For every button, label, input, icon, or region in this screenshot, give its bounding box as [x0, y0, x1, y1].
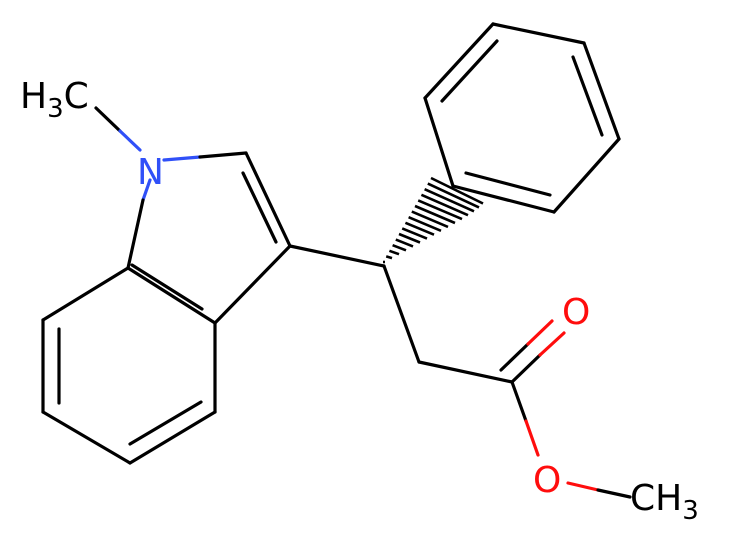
ester-methyl-label: CH3	[630, 478, 699, 526]
bond-ph4-ph5	[582, 41, 621, 141]
bond-c5-c4	[128, 410, 217, 465]
bond-ph4-ph5-inner	[571, 55, 604, 137]
bond-n1-methyl-n-part	[118, 129, 142, 152]
bond-c3-stereocenter	[288, 244, 386, 268]
bond-ph6-ph1-inner	[464, 171, 552, 197]
bond-c2-c3	[244, 151, 292, 248]
bond-carbonyl-ester-o	[510, 380, 528, 423]
n-methyl-label: H3C	[20, 76, 89, 124]
ester-oxygen-label: O	[533, 460, 561, 501]
bond-ph6-ph1	[451, 184, 556, 214]
bond-c6-c5	[41, 410, 132, 465]
bond-c5-c4-inner	[128, 400, 203, 446]
bond-carbonyl-double-2	[499, 342, 530, 372]
bond-c3a-c7a-inner	[130, 263, 204, 311]
bond-c3-c3a	[213, 244, 292, 325]
bond-ester-o-methyl-o	[566, 481, 600, 492]
bond-carbonyl-double-1-o	[538, 331, 566, 357]
bond-ph3-ph4	[491, 22, 586, 45]
bond-carbonyl-double-2-o	[526, 319, 554, 346]
bond-c7a-n1-n-part	[141, 178, 152, 202]
carbonyl-oxygen-label: O	[562, 292, 590, 333]
bond-c2-c3-inner	[241, 171, 278, 244]
bond-c7a-c7	[41, 266, 130, 322]
nitrogen-label: N	[137, 152, 164, 193]
bond-ester-o-methyl	[596, 488, 632, 499]
bond-n1-c2-n-part	[162, 155, 202, 162]
bond-c3a-c7a	[126, 266, 217, 325]
bond-ph1-ph2	[423, 96, 455, 188]
bond-n1-c2	[198, 151, 248, 159]
bond-n1-methyl	[94, 106, 122, 133]
bond-carbonyl-double-1	[510, 353, 542, 384]
bond-c7a-n1	[126, 198, 145, 270]
bond-ph2-ph3-inner	[440, 39, 499, 103]
hashed-wedge-bond	[383, 176, 484, 264]
bond-ph5-ph6	[552, 137, 621, 214]
bond-ch2-carbonyl	[417, 360, 514, 384]
bond-carbonyl-ester-o-o	[524, 419, 540, 457]
bond-stereocenter-ch2	[382, 264, 421, 364]
bond-ph2-ph3	[423, 22, 495, 100]
